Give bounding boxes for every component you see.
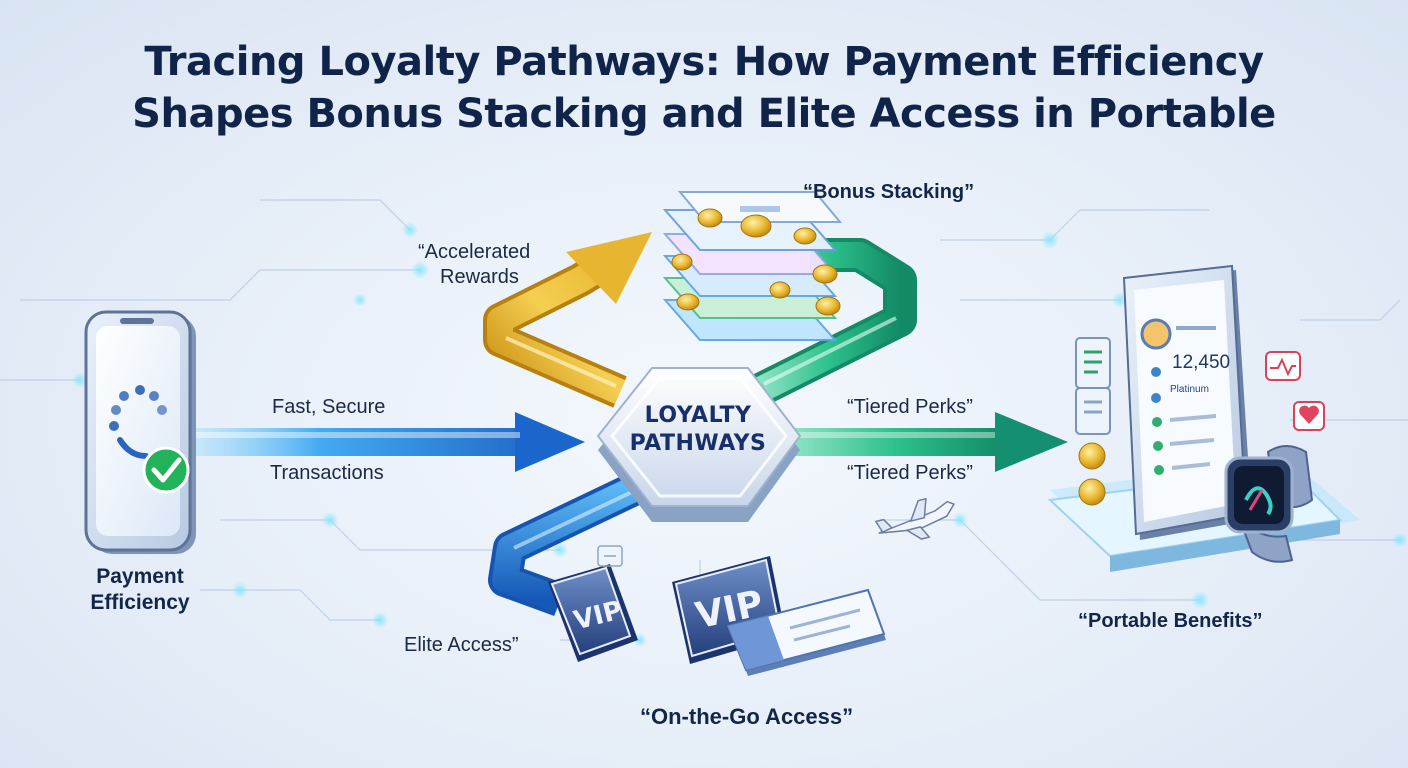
page-title: Tracing Loyalty Pathways: How Payment Ef… <box>0 36 1408 140</box>
bonus-stack-path <box>752 238 917 406</box>
hub-label: LOYALTY PATHWAYS <box>602 402 794 458</box>
hub-label-line-2: PATHWAYS <box>629 431 767 456</box>
title-line-2: Shapes Bonus Stacking and Elite Access i… <box>132 91 1276 137</box>
tablet-icon: 12,450 Platinum <box>1122 264 1252 540</box>
tiered-perks-label-1: “Tiered Perks” <box>847 396 973 418</box>
payment-efficiency-label: Payment Efficiency <box>90 565 190 614</box>
bonus-stacking-cards <box>662 191 843 341</box>
smartphone-icon <box>84 310 196 554</box>
coin-icon <box>1078 442 1106 506</box>
hub-label-line-1: LOYALTY <box>644 403 752 428</box>
on-the-go-access-label: “On-the-Go Access” <box>640 704 854 729</box>
accelerated-rewards-label: “Accelerated Rewards <box>418 240 530 290</box>
elite-access-label: Elite Access” <box>404 634 519 656</box>
checkmark-icon <box>142 446 190 494</box>
heart-icon <box>1265 351 1325 431</box>
bonus-stacking-label: “Bonus Stacking” <box>803 181 975 203</box>
vip-badge-small <box>548 564 638 662</box>
transactions-label: Transactions <box>270 462 384 484</box>
accelerated-rewards-line-2: Rewards <box>440 266 519 288</box>
accelerated-rewards-line-1: “Accelerated <box>418 241 531 263</box>
ticket-icon <box>726 588 886 676</box>
fast-secure-label: Fast, Secure <box>272 396 386 418</box>
floating-note-icons <box>1075 337 1111 435</box>
transactions-arrow <box>180 412 585 472</box>
tablet-tier: Platinum <box>1170 384 1209 395</box>
smartwatch-icon <box>1224 445 1314 563</box>
elite-access-path <box>488 470 648 616</box>
loyalty-pathways-hub <box>596 367 802 522</box>
circuit-nodes <box>72 222 1408 647</box>
tablet-points: 12,450 <box>1172 352 1230 373</box>
coin-icon <box>671 208 841 316</box>
airplane-icon <box>874 497 956 540</box>
tiered-perks-arrow <box>790 412 1068 472</box>
portable-benefits-label: “Portable Benefits” <box>1078 610 1263 632</box>
tiered-perks-label-2: “Tiered Perks” <box>847 462 973 484</box>
accelerated-rewards-arrow <box>483 232 652 408</box>
receipt-icon <box>597 545 623 567</box>
title-line-1: Tracing Loyalty Pathways: How Payment Ef… <box>144 39 1264 85</box>
